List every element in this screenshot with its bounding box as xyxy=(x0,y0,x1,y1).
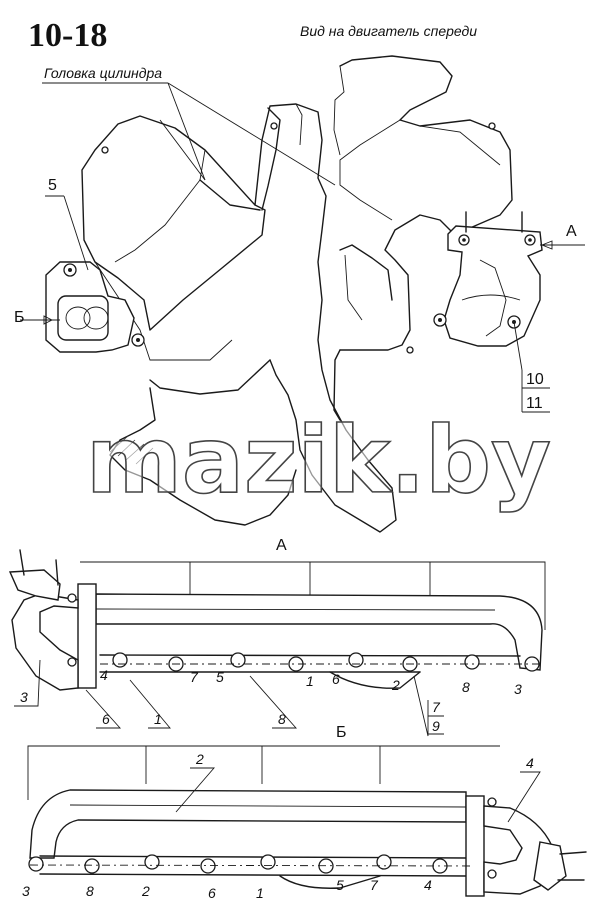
label-5: 5 xyxy=(48,177,57,194)
view-b-bottom-5: 5 xyxy=(336,877,344,893)
engine-front-view: Б А Головка цилиндра 5 10 11 xyxy=(14,55,585,533)
label-11: 11 xyxy=(526,395,543,412)
view-a-label-8: 8 xyxy=(278,711,286,727)
view-a-title: А xyxy=(276,537,287,554)
view-b-bottom-6: 6 xyxy=(208,885,216,901)
view-a-marker: А xyxy=(566,223,577,240)
view-a-label-1: 1 xyxy=(154,711,162,727)
view-a-inline-7: 7 xyxy=(190,669,199,685)
view-b-title: Б xyxy=(336,724,347,741)
view-a-inline-5: 5 xyxy=(216,669,224,685)
cylinder-head-label: Головка цилиндра xyxy=(44,65,162,81)
drawing-caption: Вид на двигатель спереди xyxy=(300,23,477,39)
view-a-label-3: 3 xyxy=(20,689,28,705)
view-a-label-6: 6 xyxy=(102,711,110,727)
view-a-inline-1: 1 xyxy=(306,673,314,689)
view-b-bottom-1: 1 xyxy=(256,885,264,901)
view-b-bottom-4: 4 xyxy=(424,877,432,893)
view-b-bottom-8: 8 xyxy=(86,883,94,899)
view-a-label-7: 7 xyxy=(432,699,441,715)
view-b-drawing: Б xyxy=(27,724,587,897)
view-b-bottom-2: 2 xyxy=(141,883,150,899)
watermark: mazik.by xyxy=(86,407,551,514)
view-a-inline-4: 4 xyxy=(100,667,108,683)
view-b-label-4: 4 xyxy=(526,755,534,771)
label-10: 10 xyxy=(526,371,544,388)
view-a-drawing: А xyxy=(8,537,546,737)
view-b-bottom-7: 7 xyxy=(370,877,379,893)
view-a-inline-3: 3 xyxy=(514,681,522,697)
view-a-inline-8: 8 xyxy=(462,679,470,695)
view-b-marker: Б xyxy=(14,309,25,326)
view-a-label-9: 9 xyxy=(432,718,440,734)
sheet-number: 10-18 xyxy=(28,17,107,54)
view-b-label-2: 2 xyxy=(195,751,204,767)
view-a-inline-6: 6 xyxy=(332,671,340,687)
view-a-inline-2: 2 xyxy=(391,677,400,693)
view-b-bottom-3: 3 xyxy=(22,883,30,899)
